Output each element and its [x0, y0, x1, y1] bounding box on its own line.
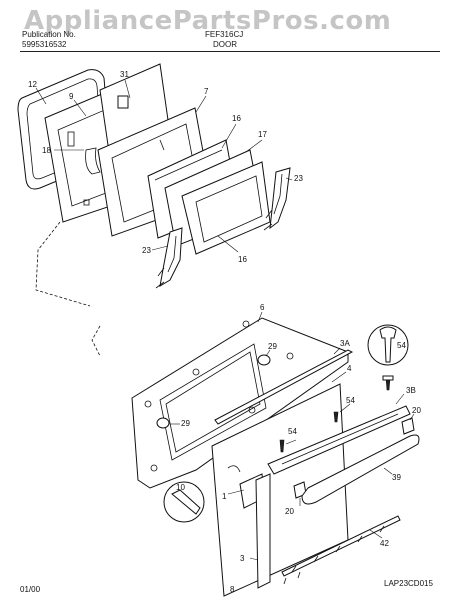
callout-39: 39 — [392, 473, 401, 482]
callout-23-left: 23 — [142, 246, 151, 255]
door-hinge-part-23-left — [155, 227, 183, 289]
callout-3: 3 — [240, 554, 245, 563]
callout-29-upper: 29 — [268, 342, 277, 351]
callout-3B: 3B — [406, 386, 416, 395]
callout-7: 7 — [204, 87, 209, 96]
callout-54-bubble: 54 — [397, 341, 406, 350]
door-glass-part-16-lower — [181, 161, 271, 255]
outer-door-panel-part-6 — [131, 317, 349, 489]
callout-16-upper: 16 — [232, 114, 241, 123]
plug-part-29-upper — [257, 354, 271, 366]
callout-6: 6 — [260, 303, 265, 312]
publication-label: Publication No. — [22, 30, 76, 39]
callout-1: 1 — [222, 492, 227, 501]
hinge-insert-part-18 — [85, 147, 101, 175]
callout-29-lower: 29 — [181, 419, 190, 428]
screw-part-54-top — [382, 375, 394, 391]
callout-20-left: 20 — [285, 507, 294, 516]
plug-part-29-lower — [156, 417, 170, 429]
footer-date: 01/00 — [20, 585, 41, 594]
header-rule — [20, 51, 440, 52]
callout-20-right: 20 — [412, 406, 421, 415]
door-hinge-part-23-right — [263, 167, 291, 231]
callout-54-left: 54 — [288, 427, 297, 436]
bolt-detail-bubble — [163, 481, 205, 523]
trim-strip-part-3A — [214, 349, 354, 425]
callout-42: 42 — [380, 539, 389, 548]
handle-trim-part-3B — [267, 405, 411, 475]
model-number: FEF316CJ — [205, 30, 244, 39]
publication-number: 5995316532 — [22, 40, 67, 49]
callout-23-right: 23 — [294, 174, 303, 183]
callout-3A: 3A — [340, 339, 350, 348]
footer-code: LAP23CD015 — [384, 579, 433, 588]
section-title: DOOR — [213, 40, 237, 49]
screw-part-54-mid — [333, 411, 339, 423]
screw-detail-bubble — [367, 324, 409, 366]
handle-endcap-part-20-right — [401, 417, 415, 435]
callout-31: 31 — [120, 70, 129, 79]
door-handle-part-39 — [301, 434, 420, 505]
side-trim-part-3 — [255, 473, 271, 589]
callout-9: 9 — [69, 92, 74, 101]
footer-page: 8 — [230, 585, 235, 594]
watermark: AppliancePartsPros.com — [24, 6, 392, 36]
callout-16-lower: 16 — [238, 255, 247, 264]
screw-part-54-left — [279, 439, 285, 453]
callout-10: 10 — [176, 483, 185, 492]
rod-part-42 — [281, 515, 401, 585]
callout-12: 12 — [28, 80, 37, 89]
callout-54-mid: 54 — [346, 396, 355, 405]
callout-18: 18 — [42, 146, 51, 155]
callout-17: 17 — [258, 130, 267, 139]
callout-4: 4 — [347, 364, 352, 373]
